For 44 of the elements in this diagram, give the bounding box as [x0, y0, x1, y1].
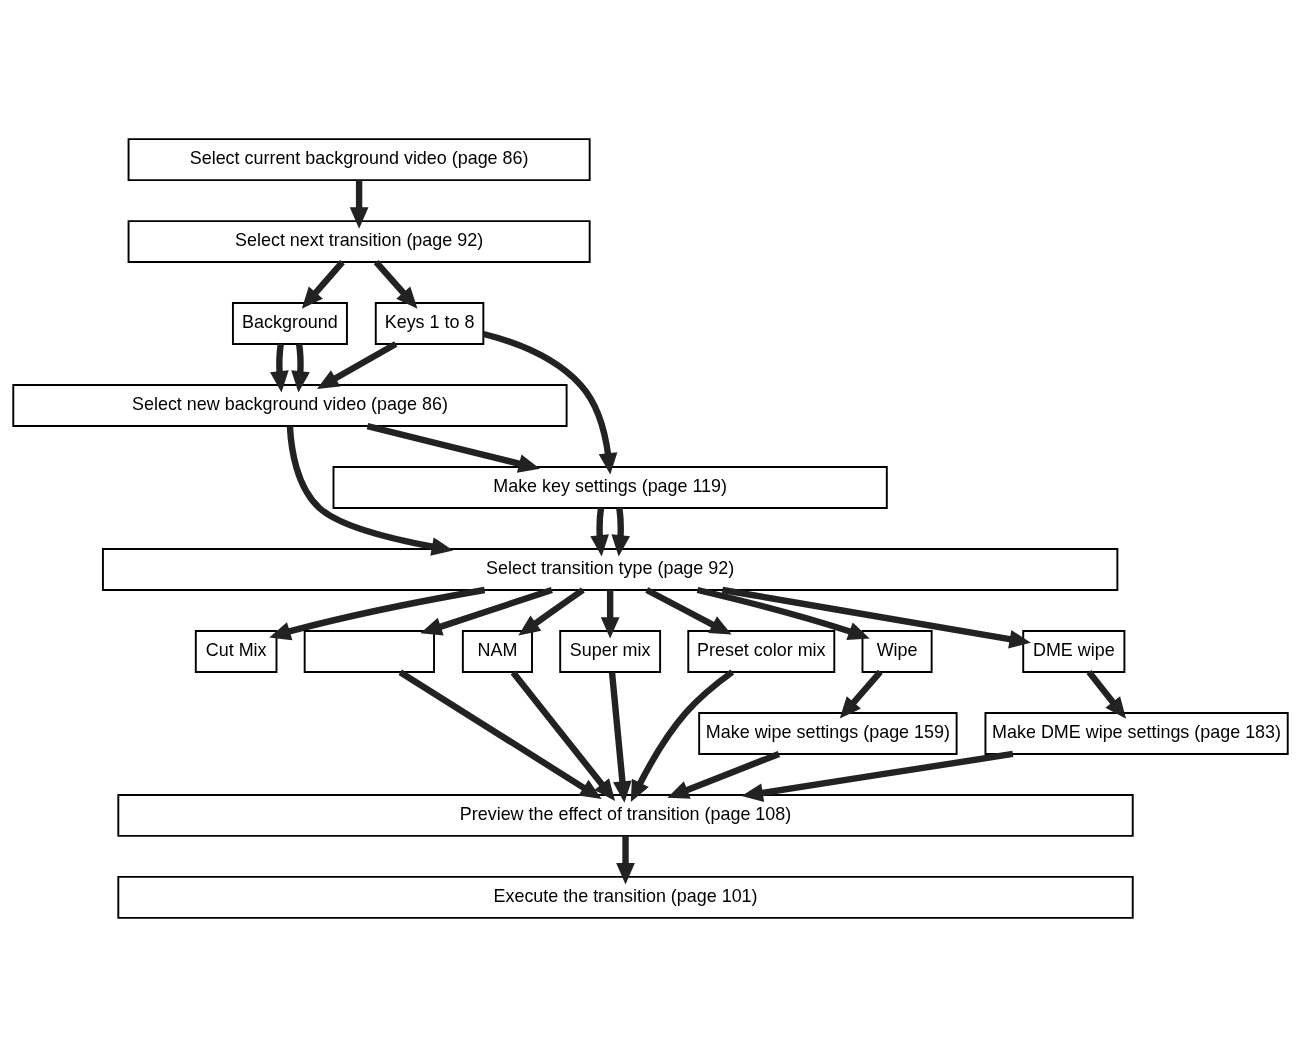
node-box: DME wipe	[1022, 630, 1126, 673]
node-box	[303, 630, 435, 673]
node-box: Select transition type (page 92)	[102, 548, 1119, 591]
arrow	[291, 343, 310, 393]
arrow	[349, 180, 369, 229]
node-box: Make DME wipe settings (page 183)	[984, 712, 1289, 755]
arrow	[611, 507, 631, 557]
node-box: Execute the transition (page 101)	[117, 875, 1134, 919]
node-box: NAM	[461, 630, 533, 673]
arrow	[286, 426, 454, 556]
arrow	[510, 670, 616, 801]
arrow	[398, 669, 602, 800]
node-box: Select current background video (page 86)	[127, 138, 591, 182]
arrow	[839, 669, 883, 719]
arrow	[373, 259, 418, 309]
arrow	[608, 672, 632, 803]
node-box: Make key settings (page 119)	[332, 466, 888, 509]
arrow	[482, 330, 618, 475]
arrow	[420, 586, 553, 636]
node-box: Preset color mix	[687, 630, 836, 673]
arrow	[366, 422, 540, 473]
arrow	[590, 507, 609, 557]
arrow	[696, 586, 870, 641]
arrow	[301, 260, 345, 309]
arrow	[316, 341, 398, 389]
arrow	[518, 587, 585, 636]
arrow	[270, 343, 289, 393]
node-box: Select next transition (page 92)	[127, 220, 591, 264]
arrow	[645, 587, 732, 635]
arrow	[600, 590, 620, 639]
arrow	[630, 669, 735, 803]
node-box: Keys 1 to 8	[374, 302, 485, 345]
node-box: Wipe	[861, 630, 933, 673]
arrow	[269, 586, 486, 641]
node-box: Make wipe settings (page 159)	[698, 712, 958, 755]
node-box: Select new background video (page 86)	[12, 384, 568, 427]
arrow	[1086, 670, 1127, 719]
arrow	[741, 750, 1014, 803]
node-box: Background	[232, 302, 348, 345]
node-box: Cut Mix	[194, 630, 278, 673]
node-box: Preview the effect of transition (page 108)	[117, 793, 1134, 837]
arrow	[616, 835, 635, 885]
node-box: Super mix	[559, 630, 662, 673]
arrow	[721, 586, 1031, 649]
